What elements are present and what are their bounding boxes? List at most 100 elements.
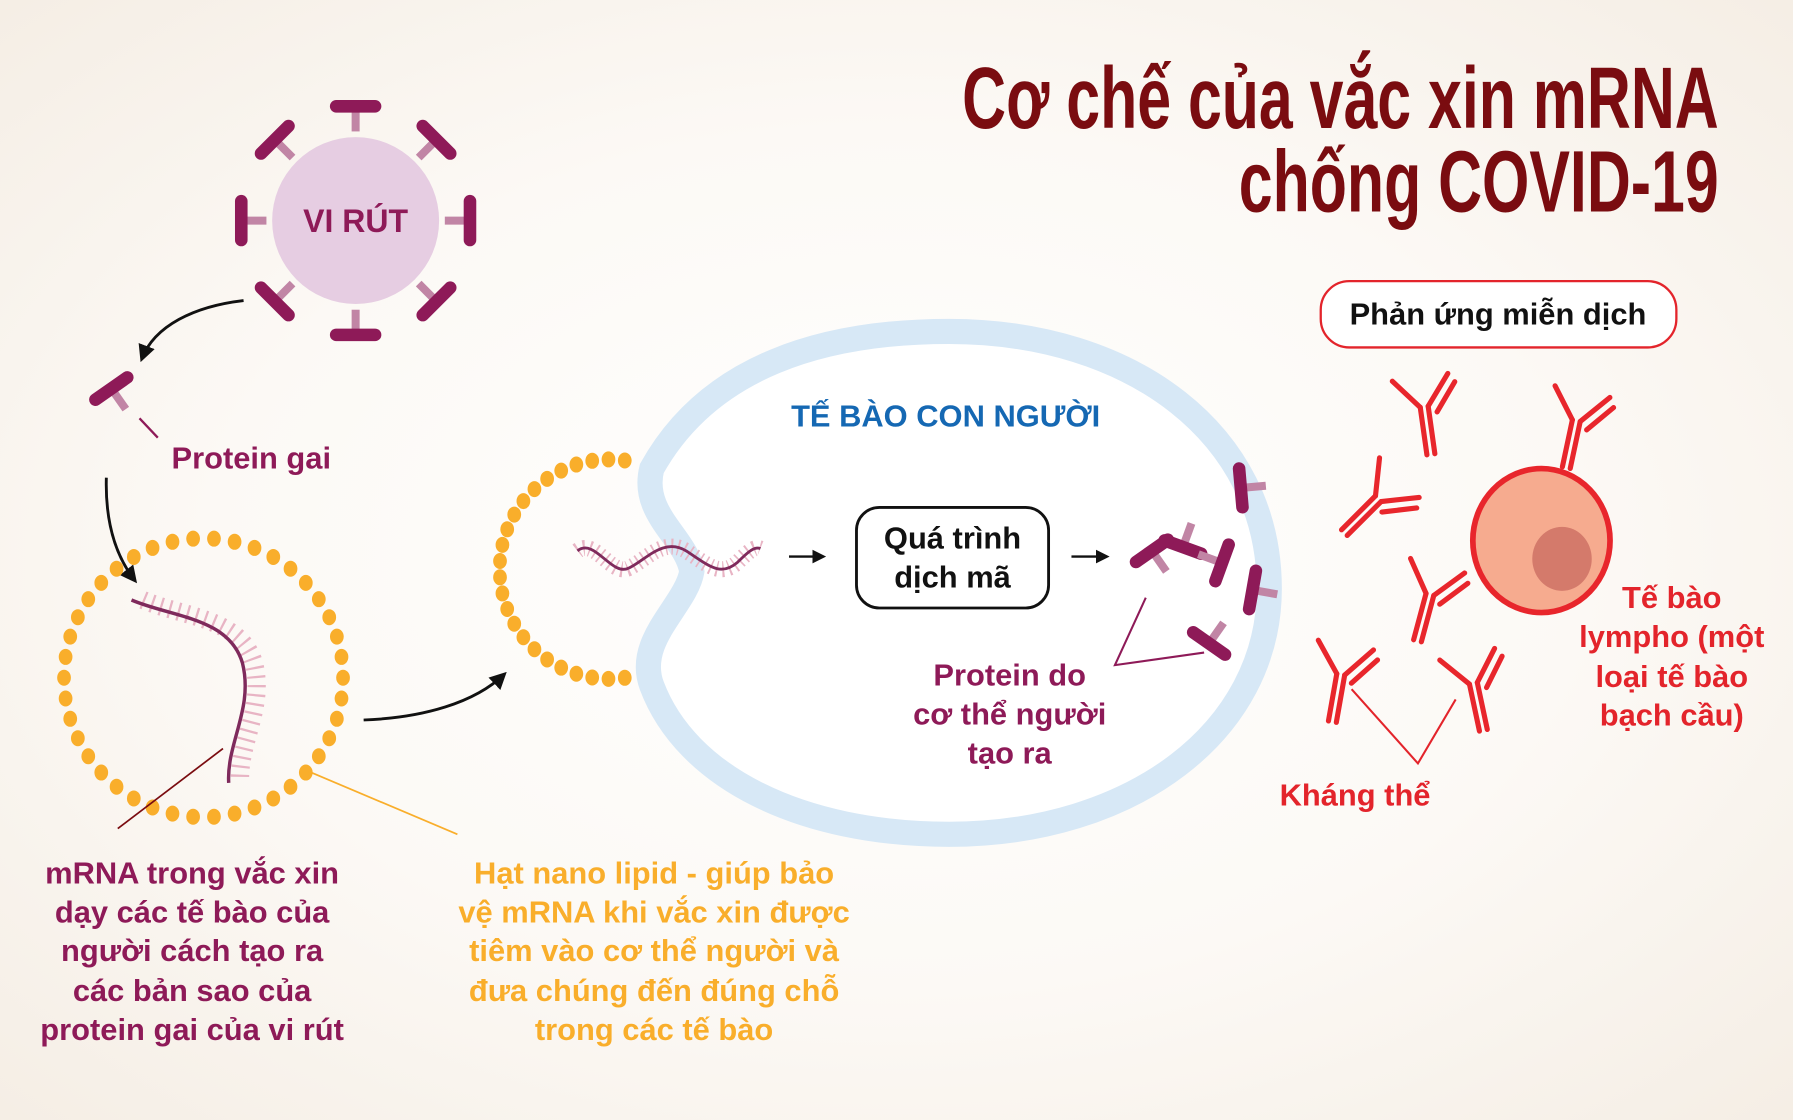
lipid-dot [554, 462, 569, 479]
immune-response-label: Phản ứng miễn dịch [1350, 297, 1647, 332]
virus-label: VI RÚT [303, 203, 408, 239]
lipid-dot [507, 615, 522, 632]
antibody-label: Kháng thể [1280, 778, 1431, 813]
lipid-dot [58, 690, 73, 707]
lipid-dot [81, 591, 96, 608]
translation-line-2: dịch mã [894, 559, 1011, 594]
lymphocyte [1469, 465, 1613, 616]
lipid-dot [585, 452, 600, 469]
lipid-dot [329, 710, 344, 727]
lipid-dot [165, 533, 180, 550]
lipid-dot [109, 560, 124, 577]
lipid-dot [311, 591, 326, 608]
lipid-dot [145, 539, 160, 556]
lipid-dot [186, 808, 200, 825]
lipid-nanoparticle [57, 530, 350, 825]
lipid-dot [94, 764, 109, 781]
lipid-dot [126, 548, 141, 565]
human-protein-line-3: tạo ra [968, 735, 1053, 770]
lipid-dot [500, 521, 515, 538]
lipid-caption-line-2: vệ mRNA khi vắc xin được [458, 893, 849, 929]
lymphocyte-nucleus [1532, 526, 1592, 591]
lipid-dot [601, 670, 616, 687]
lipid-dot [81, 748, 96, 765]
lipid-dot [334, 648, 349, 665]
lymphocyte-line-1: Tế bào [1622, 580, 1721, 615]
lipid-dot [495, 536, 510, 553]
mrna-pointer-line [117, 747, 224, 830]
lipid-dot [334, 690, 349, 707]
lipid-dot [207, 530, 221, 547]
mrna-caption-line-3: người cách tạo ra [61, 933, 324, 968]
lipid-dot [540, 651, 554, 668]
lipid-dot [322, 730, 337, 747]
lipid-dot [585, 669, 600, 686]
lipid-dot [227, 533, 242, 550]
lipid-dot [283, 778, 298, 795]
lipid-dot [109, 778, 124, 795]
mrna-caption-line-5: protein gai của vi rút [40, 1012, 344, 1047]
mrna-caption-line-1: mRNA trong vắc xin [45, 854, 339, 890]
lipid-dot [516, 493, 531, 510]
title: Cơ chế của vắc xin mRNA chống COVID-19 [962, 49, 1718, 230]
lipid-dot [311, 748, 326, 765]
lipid-dot [569, 665, 584, 682]
lipid-dot [186, 530, 200, 547]
lymphocyte-line-3: loại tế bào [1595, 659, 1748, 694]
protein-pointer-lines [1113, 597, 1205, 667]
lipid-dot [507, 506, 522, 523]
mrna-caption-line-4: các bản sao của [73, 973, 312, 1008]
lipid-dot [58, 648, 73, 665]
human-protein-line-2: cơ thể người [913, 697, 1106, 732]
lipid-dot [554, 659, 569, 676]
lipid-nanoparticle-fusing [493, 451, 632, 687]
lipid-caption-line-4: đưa chúng đến đúng chỗ [469, 973, 839, 1008]
lipid-caption-line-5: trong các tế bào [535, 1012, 773, 1047]
lipid-dot [298, 574, 313, 591]
lipid-dot [493, 569, 507, 586]
human-protein-line-1: Protein do [933, 658, 1086, 693]
arrow-spike-to-vaccine [104, 477, 138, 584]
title-line-1: Cơ chế của vắc xin mRNA [962, 49, 1718, 146]
arrow-vaccine-to-cell [363, 671, 507, 722]
lipid-caption-line-1: Hạt nano lipid - giúp bảo [474, 855, 834, 890]
lipid-dot [247, 539, 262, 556]
lipid-dot [63, 628, 78, 645]
spike-pointer-line [138, 417, 159, 439]
lipid-dot [63, 710, 78, 727]
lipid-pointer-line [308, 770, 458, 836]
mrna-strand [130, 591, 266, 784]
lipid-dot [617, 669, 632, 686]
lipid-dot [601, 451, 616, 468]
lipid-dot [329, 628, 344, 645]
lipid-dot [527, 641, 542, 658]
lipid-dot [207, 808, 221, 825]
lipid-dot [336, 669, 350, 686]
lipid-dot [70, 730, 85, 747]
lipid-dot [500, 601, 515, 618]
lipid-dot [145, 799, 160, 816]
lipid-dot [70, 609, 85, 626]
spike-protein-label: Protein gai [172, 441, 332, 476]
antibody-pointer-lines [1350, 688, 1457, 766]
arrow-virus-to-spike [138, 299, 244, 363]
lipid-dot [165, 805, 180, 822]
mrna-in-cell [572, 538, 764, 578]
lipid-dot [527, 481, 542, 498]
title-line-2: chống COVID-19 [1239, 133, 1719, 230]
lipid-dot [126, 790, 141, 807]
lipid-dot [516, 629, 531, 646]
lipid-dot [495, 585, 510, 602]
mrna-caption-line-2: dạy các tế bào của [55, 894, 330, 929]
lipid-dot [247, 799, 262, 816]
virus: VI RÚT [241, 106, 470, 335]
lipid-dot [227, 805, 242, 822]
translation-line-1: Quá trình [884, 521, 1021, 556]
lymphocyte-line-4: bạch cầu) [1600, 698, 1744, 733]
lipid-dot [569, 456, 584, 473]
translation-box [855, 505, 1051, 610]
lipid-dot [298, 764, 313, 781]
lipid-dot [617, 452, 632, 469]
lipid-dot [322, 609, 337, 626]
